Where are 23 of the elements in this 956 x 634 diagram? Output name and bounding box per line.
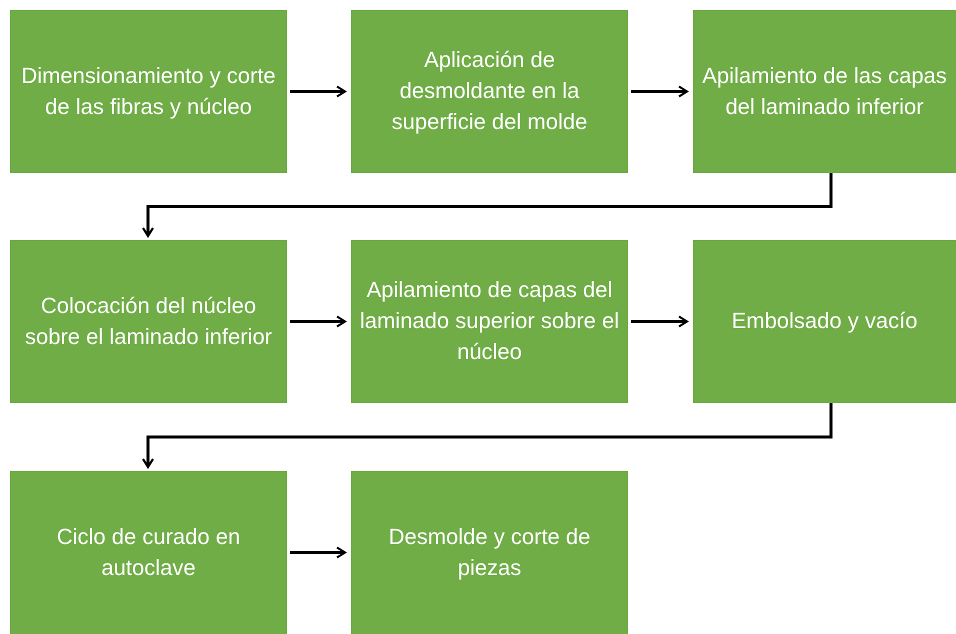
process-box	[10, 10, 287, 173]
step-label: Aplicación de desmoldante en la superficie del molde	[390, 46, 588, 136]
process-box	[10, 471, 287, 634]
arrow	[631, 315, 688, 328]
step-label: Embolsado y vacío	[732, 307, 918, 336]
step-label: Apilamiento de capas del laminado superior sobre el núcleo	[359, 276, 620, 366]
process-box	[10, 240, 287, 403]
arrow	[142, 173, 832, 238]
step-label: Dimensionamiento y corte de las fibras y núcleo	[20, 62, 277, 121]
process-box	[351, 10, 628, 173]
step-label: Ciclo de curado en autoclave	[56, 522, 242, 582]
step-label: Colocación del núcleo sobre el laminado inferior	[24, 292, 274, 350]
process-box	[351, 471, 628, 634]
process-box	[351, 240, 628, 403]
arrow	[290, 85, 346, 98]
process-box	[693, 10, 956, 173]
arrow	[631, 85, 688, 98]
arrow	[290, 315, 346, 328]
process-box	[693, 240, 956, 403]
step-label: Apilamiento de las capas del laminado inferior	[701, 62, 948, 120]
arrow	[290, 546, 346, 559]
arrow	[142, 403, 832, 468]
step-label: Desmolde y corte de piezas	[388, 522, 592, 582]
